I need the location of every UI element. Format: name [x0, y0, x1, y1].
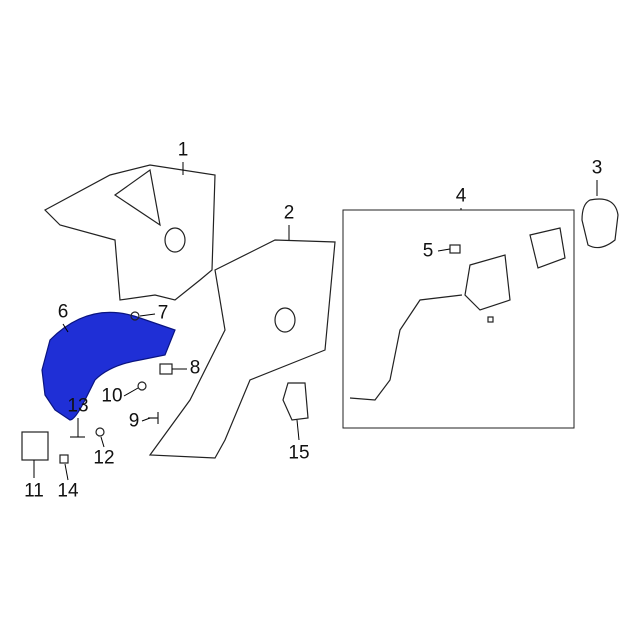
fuel-door-assembly-box — [342, 209, 575, 429]
fuel-door-part-3 — [581, 198, 619, 249]
callout-6[interactable]: 6 — [57, 301, 69, 323]
callout-7[interactable]: 7 — [157, 302, 169, 324]
callout-13[interactable]: 13 — [67, 395, 89, 417]
callout-14[interactable]: 14 — [57, 480, 79, 502]
fuel-door-opening-1 — [164, 227, 186, 253]
callout-5[interactable]: 5 — [422, 240, 434, 262]
release-cable — [349, 294, 463, 401]
callout-2[interactable]: 2 — [283, 202, 295, 224]
part-7 — [130, 311, 140, 321]
callout-11[interactable]: 11 — [24, 480, 44, 502]
callout-3[interactable]: 3 — [591, 157, 603, 179]
callout-1[interactable]: 1 — [177, 139, 189, 161]
part-8 — [159, 363, 173, 375]
part-15 — [282, 382, 309, 421]
part-14 — [59, 454, 69, 464]
quarter-window-opening — [113, 168, 161, 227]
wheelhouse-liner-part-6 — [41, 311, 176, 421]
callout-8[interactable]: 8 — [189, 357, 201, 379]
clip — [487, 316, 494, 323]
part-5 — [449, 244, 461, 254]
fuel-door-opening-2 — [274, 307, 296, 333]
quarter-panel-part-1 — [44, 164, 216, 301]
part-12 — [95, 427, 105, 437]
quarter-panel-part-2 — [148, 239, 336, 459]
callout-9[interactable]: 9 — [128, 410, 140, 432]
fuel-door-hinge — [529, 227, 566, 269]
callout-15[interactable]: 15 — [288, 442, 310, 464]
callout-10[interactable]: 10 — [101, 385, 123, 407]
callout-12[interactable]: 12 — [93, 447, 115, 469]
callout-4[interactable]: 4 — [455, 185, 467, 207]
mud-flap-part-11 — [21, 431, 49, 461]
fuel-filler-housing — [464, 254, 511, 311]
part-10 — [137, 381, 147, 391]
